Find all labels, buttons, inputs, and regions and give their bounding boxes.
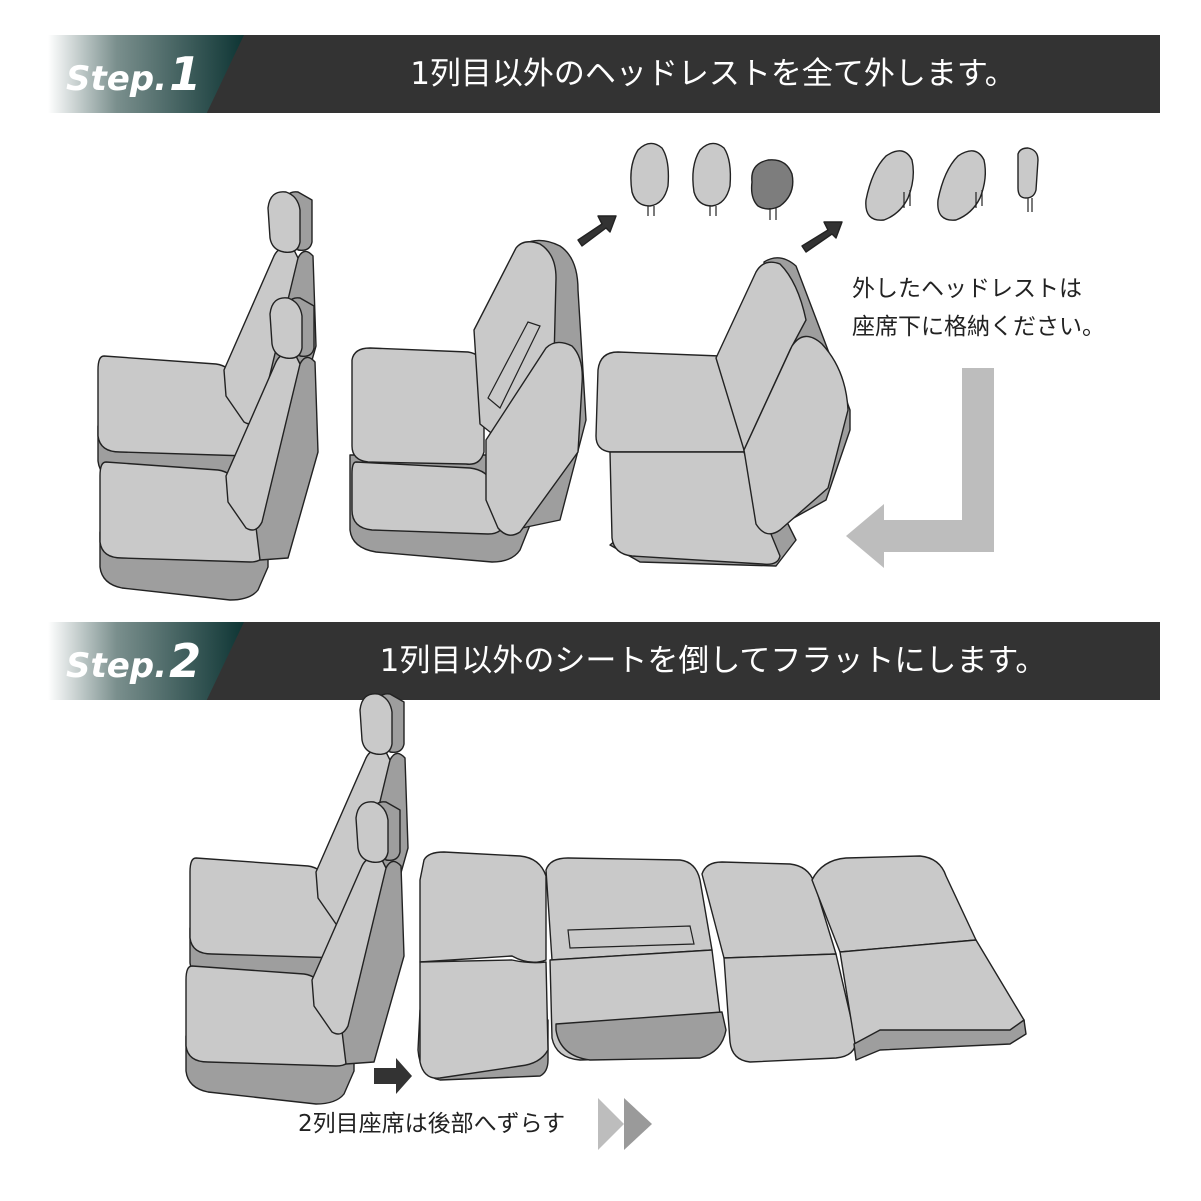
arrow-icon <box>577 215 617 247</box>
third-row-seat <box>595 257 851 567</box>
step2-badge-text: Step.2 <box>66 634 202 688</box>
headrest-storage-note: 外したヘッドレストは 座席下に格納ください。 <box>852 276 1105 340</box>
step1-title: 1列目以外のヘッドレストを全て外します。 <box>410 56 1016 92</box>
step1-header: Step.1 1列目以外のヘッドレストを全て外します。 <box>48 35 1160 113</box>
storage-arrow-icon <box>846 368 994 568</box>
double-chevron-icon <box>598 1098 652 1150</box>
removed-headrests <box>630 142 1039 221</box>
flattened-seats <box>417 851 1027 1081</box>
step1-badge <box>48 35 244 113</box>
second-row-seats <box>349 239 587 563</box>
second-row-note: 2列目座席は後部へずらす <box>298 1111 566 1137</box>
step1-badge-text: Step.1 <box>66 47 202 101</box>
arrow-icon <box>801 221 843 253</box>
step2-badge <box>48 622 244 700</box>
step2-header: Step.2 1列目以外のシートを倒してフラットにします。 <box>48 622 1160 700</box>
slide-arrow-icon <box>374 1058 412 1094</box>
step2-title: 1列目以外のシートを倒してフラットにします。 <box>379 643 1047 679</box>
